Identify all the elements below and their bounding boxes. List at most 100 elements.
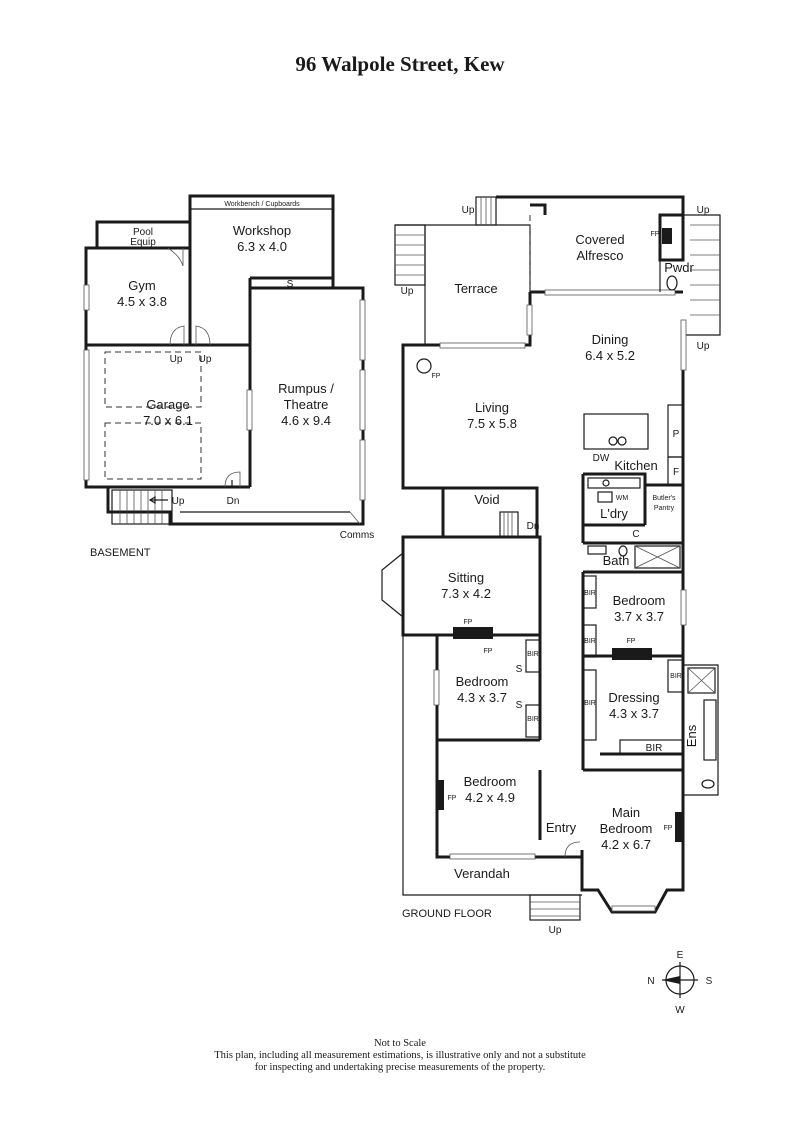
sink-left-icon — [608, 436, 618, 446]
rumpus-window-left — [246, 389, 253, 431]
gym-door-right — [195, 325, 211, 346]
terrace-label: Terrace — [454, 281, 497, 296]
rumpus-window-3 — [359, 439, 366, 501]
void-stairs — [499, 511, 519, 538]
ensuite-toilet-icon — [701, 779, 715, 789]
ensuite-vanity — [703, 699, 717, 761]
main-bedroom-fireplace — [675, 812, 683, 842]
verandah-label: Verandah — [454, 866, 510, 881]
basement-plan: Pool Equip Workbench / Cupboards Worksho… — [83, 194, 374, 559]
bath-vanity — [587, 545, 607, 555]
bedroom-a-fireplace — [612, 648, 652, 660]
bedroom-c-front-window — [449, 853, 536, 860]
basement-outer-wall — [84, 194, 365, 526]
gym-door-left — [169, 325, 185, 346]
pwdr-label: Pwdr — [664, 260, 694, 275]
bedroom-b-bir-label-2: BIR — [527, 716, 539, 723]
main-bedroom-label-2: Bedroom — [600, 821, 653, 836]
main-bedroom-bay-window — [611, 905, 656, 912]
laundry-label: L'dry — [600, 506, 628, 521]
workshop-size: 6.3 x 4.0 — [237, 239, 287, 254]
disclaimer: Not to Scale This plan, including all me… — [0, 1038, 800, 1074]
disclaimer-line-3: for inspecting and undertaking precise m… — [254, 1062, 546, 1073]
cupboard-c-label: C — [632, 529, 639, 540]
gym-window — [83, 284, 90, 311]
powder-toilet-icon — [666, 275, 678, 291]
void-dn-label: Dn — [527, 521, 540, 532]
rumpus-window-2 — [359, 369, 366, 431]
kitchen-island — [583, 413, 649, 450]
butlers-label-2: Pantry — [654, 505, 675, 512]
bedroom-b-bir-label-1: BIR — [527, 651, 539, 658]
sitting-bay-window — [381, 552, 404, 618]
bedroom-b-bir-2 — [525, 704, 541, 738]
left-stairs-up-label: Up — [401, 286, 414, 297]
bedroom-a-fp-label: FP — [627, 638, 636, 645]
bedroom-b-s-label-1: S — [516, 664, 523, 675]
bath-toilet-icon — [618, 545, 628, 557]
basement-floor-label: BASEMENT — [90, 547, 151, 559]
bedroom-a-bir-label: BIR — [584, 590, 596, 597]
main-bedroom-size: 4.2 x 6.7 — [601, 837, 651, 852]
gym-size: 4.5 x 3.8 — [117, 294, 167, 309]
ensuite-label: Ens — [684, 724, 699, 747]
workshop-label: Workshop — [233, 223, 291, 238]
bedroom-a-bir — [582, 575, 597, 609]
pool-equip-label-2: Equip — [130, 237, 156, 248]
sitting-fp-label: FP — [464, 619, 473, 626]
right-stairs-up-label-bottom: Up — [697, 341, 710, 352]
rumpus-label-2: Theatre — [284, 397, 329, 412]
bedroom-b-fp-label: FP — [484, 648, 493, 655]
compass-north-label: N — [647, 976, 654, 987]
dining-label: Dining — [592, 332, 629, 347]
pantry-p-label: P — [673, 429, 680, 440]
bedroom-b-label: Bedroom — [456, 674, 509, 689]
gym-label: Gym — [128, 278, 155, 293]
dressing-size: 4.3 x 3.7 — [609, 706, 659, 721]
dining-window — [680, 319, 687, 371]
dw-label: DW — [593, 453, 610, 464]
ground-floor-label: GROUND FLOOR — [402, 908, 492, 920]
ensuite-shower — [687, 667, 716, 694]
bedroom-a-bir-label-2: BIR — [584, 638, 596, 645]
disclaimer-line-2: This plan, including all measurement est… — [214, 1050, 586, 1061]
bathtub — [634, 545, 681, 569]
comms-label: Comms — [340, 530, 374, 541]
sink-right-icon — [617, 436, 627, 446]
plan-title: 96 Walpole Street, Kew — [295, 52, 505, 76]
bedroom-a-window — [680, 589, 687, 626]
terrace-left-stairs — [394, 224, 426, 286]
alfresco-fp-label: FP — [651, 231, 660, 238]
ground-plan: Up Up Covered Alfresco FP Pwdr Up Up Ter… — [381, 195, 721, 936]
ensuite-outline — [683, 664, 719, 796]
entry-label: Entry — [546, 820, 577, 835]
compass-south-label: S — [706, 976, 713, 987]
powder-room — [658, 213, 685, 262]
verandah-outline — [402, 635, 582, 896]
bath-label: Bath — [603, 553, 630, 568]
alfresco-fireplace — [662, 228, 672, 244]
disclaimer-line-1: Not to Scale — [374, 1038, 426, 1049]
living-label: Living — [475, 400, 509, 415]
bedroom-c-fp-label: FP — [448, 795, 457, 802]
sitting-size: 7.3 x 4.2 — [441, 586, 491, 601]
main-bedroom-fp-label: FP — [664, 825, 673, 832]
rumpus-window-1 — [359, 299, 366, 361]
covered-alfresco-label-2: Alfresco — [577, 248, 624, 263]
garage-label: Garage — [146, 397, 189, 412]
entry-door — [564, 841, 581, 858]
bedroom-b-size: 4.3 x 3.7 — [457, 690, 507, 705]
workshop-s-label: S — [287, 279, 294, 290]
compass-east-label: E — [677, 950, 684, 961]
living-fireplace-icon — [416, 358, 432, 374]
compass-north-pointer — [662, 976, 680, 984]
kitchen-label: Kitchen — [614, 458, 657, 473]
dressing-bir-left-label: BIR — [584, 700, 596, 707]
top-stairs-up-label: Up — [462, 205, 475, 216]
bedroom-a-bir-2 — [582, 624, 597, 658]
compass-rose: E N S W — [647, 950, 712, 1016]
dressing-label: Dressing — [608, 690, 659, 705]
bedroom-c-fireplace — [437, 780, 444, 810]
butlers-label-1: Butler's — [652, 495, 676, 502]
bedroom-a-size: 3.7 x 3.7 — [614, 609, 664, 624]
